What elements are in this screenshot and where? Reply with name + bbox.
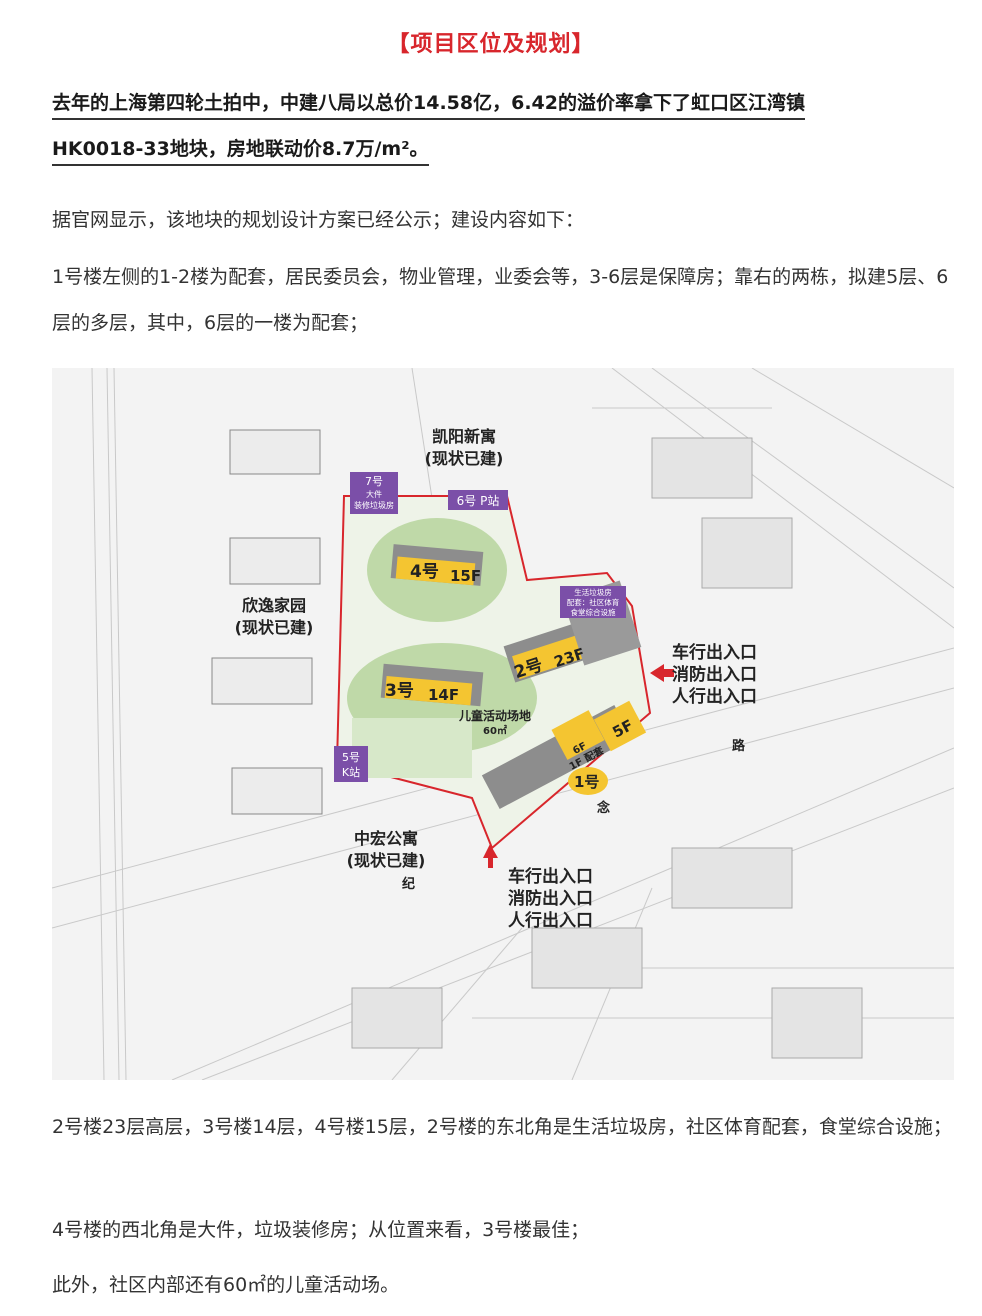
building-4 xyxy=(390,544,484,586)
station-7-label: 7号 xyxy=(365,475,383,488)
building-3 xyxy=(380,663,484,707)
south-entrance-pedestrian: 人行出入口 xyxy=(508,910,593,931)
surrounding-buildings xyxy=(351,437,863,1059)
neighbor-north-name: 凯阳新寓 xyxy=(432,427,496,446)
east-entrance-vehicle: 车行出入口 xyxy=(672,642,757,663)
station-5-label: 5号 xyxy=(342,751,360,764)
facility-line-3: 食堂综合设施 xyxy=(571,607,616,617)
building-1 xyxy=(481,700,647,809)
lead-paragraph: 去年的上海第四轮土拍中，中建八局以总价14.58亿，6.42的溢价率拿下了虹口区… xyxy=(52,80,952,172)
road-char-3: 纪 xyxy=(402,876,415,892)
facility-box: 生活垃圾房 配套：社区体育 食堂综合设施 xyxy=(560,586,626,618)
building-4-name: 4号 xyxy=(410,562,439,582)
section-heading: 【项目区位及规划】 xyxy=(387,32,595,57)
building-1-name: 1号 xyxy=(574,773,599,791)
lead-line-1: 去年的上海第四轮土拍中，中建八局以总价14.58亿，6.42的溢价率拿下了虹口区… xyxy=(52,92,805,120)
paragraph-buildings-2-4: 2号楼23层高层，3号楼14层，4号楼15层，2号楼的东北角是生活垃圾房，社区体… xyxy=(52,1116,952,1138)
station-7-sub2: 装修垃圾房 xyxy=(354,500,394,510)
playground-area: 60㎡ xyxy=(483,724,507,737)
south-entrance-fire: 消防出入口 xyxy=(508,888,593,909)
neighbor-west-status: (现状已建) xyxy=(235,618,314,637)
south-entrance-vehicle: 车行出入口 xyxy=(508,866,593,887)
facility-line-2: 配套：社区体育 xyxy=(567,597,620,607)
neighbor-north-status: (现状已建) xyxy=(425,449,504,468)
paragraph-building-1: 1号楼左侧的1-2楼为配套，居民委员会，物业管理，业委会等，3-6层是保障房；靠… xyxy=(52,266,949,334)
east-entrance-pedestrian: 人行出入口 xyxy=(672,686,757,707)
paragraph-playground: 此外，社区内部还有60㎡的儿童活动场。 xyxy=(52,1274,400,1296)
station-6-label: 6号 P站 xyxy=(457,494,500,508)
lead-line-2: HK0018-33地块，房地联动价8.7万/m²。 xyxy=(52,138,429,166)
road-char-2: 念 xyxy=(597,800,610,816)
paragraph-building-4-corner: 4号楼的西北角是大件，垃圾装修房；从位置来看，3号楼最佳； xyxy=(52,1219,590,1241)
station-5-sub: K站 xyxy=(342,765,360,779)
playground-label: 儿童活动场地 xyxy=(458,708,531,723)
building-3-name: 3号 xyxy=(385,681,414,701)
west-residential-blocks xyxy=(211,429,323,815)
south-entrance-arrow xyxy=(483,844,498,868)
facility-line-1: 生活垃圾房 xyxy=(574,587,612,597)
station-5-box: 5号 K站 xyxy=(334,746,368,782)
neighbor-south-name: 中宏公寓 xyxy=(354,829,418,848)
east-entrance-fire: 消防出入口 xyxy=(672,664,757,685)
station-6-box: 6号 P站 xyxy=(448,490,508,510)
station-7-sub: 大件 xyxy=(366,489,382,499)
green-area-west xyxy=(352,718,472,778)
neighbor-south-status: (现状已建) xyxy=(347,851,426,870)
building-3-floors: 14F xyxy=(428,686,459,704)
station-7-box: 7号 大件 装修垃圾房 xyxy=(350,472,398,514)
east-entrance-arrow xyxy=(650,664,674,682)
neighbor-west-name: 欣逸家园 xyxy=(242,596,306,615)
site-plan-image: 7号 大件 装修垃圾房 6号 P站 5号 K站 生活垃圾房 配套：社区体育 食堂… xyxy=(52,368,954,1080)
road-char-1: 路 xyxy=(732,738,746,754)
building-4-floors: 15F xyxy=(450,567,481,585)
paragraph-intro: 据官网显示，该地块的规划设计方案已经公示；建设内容如下： xyxy=(52,209,585,231)
